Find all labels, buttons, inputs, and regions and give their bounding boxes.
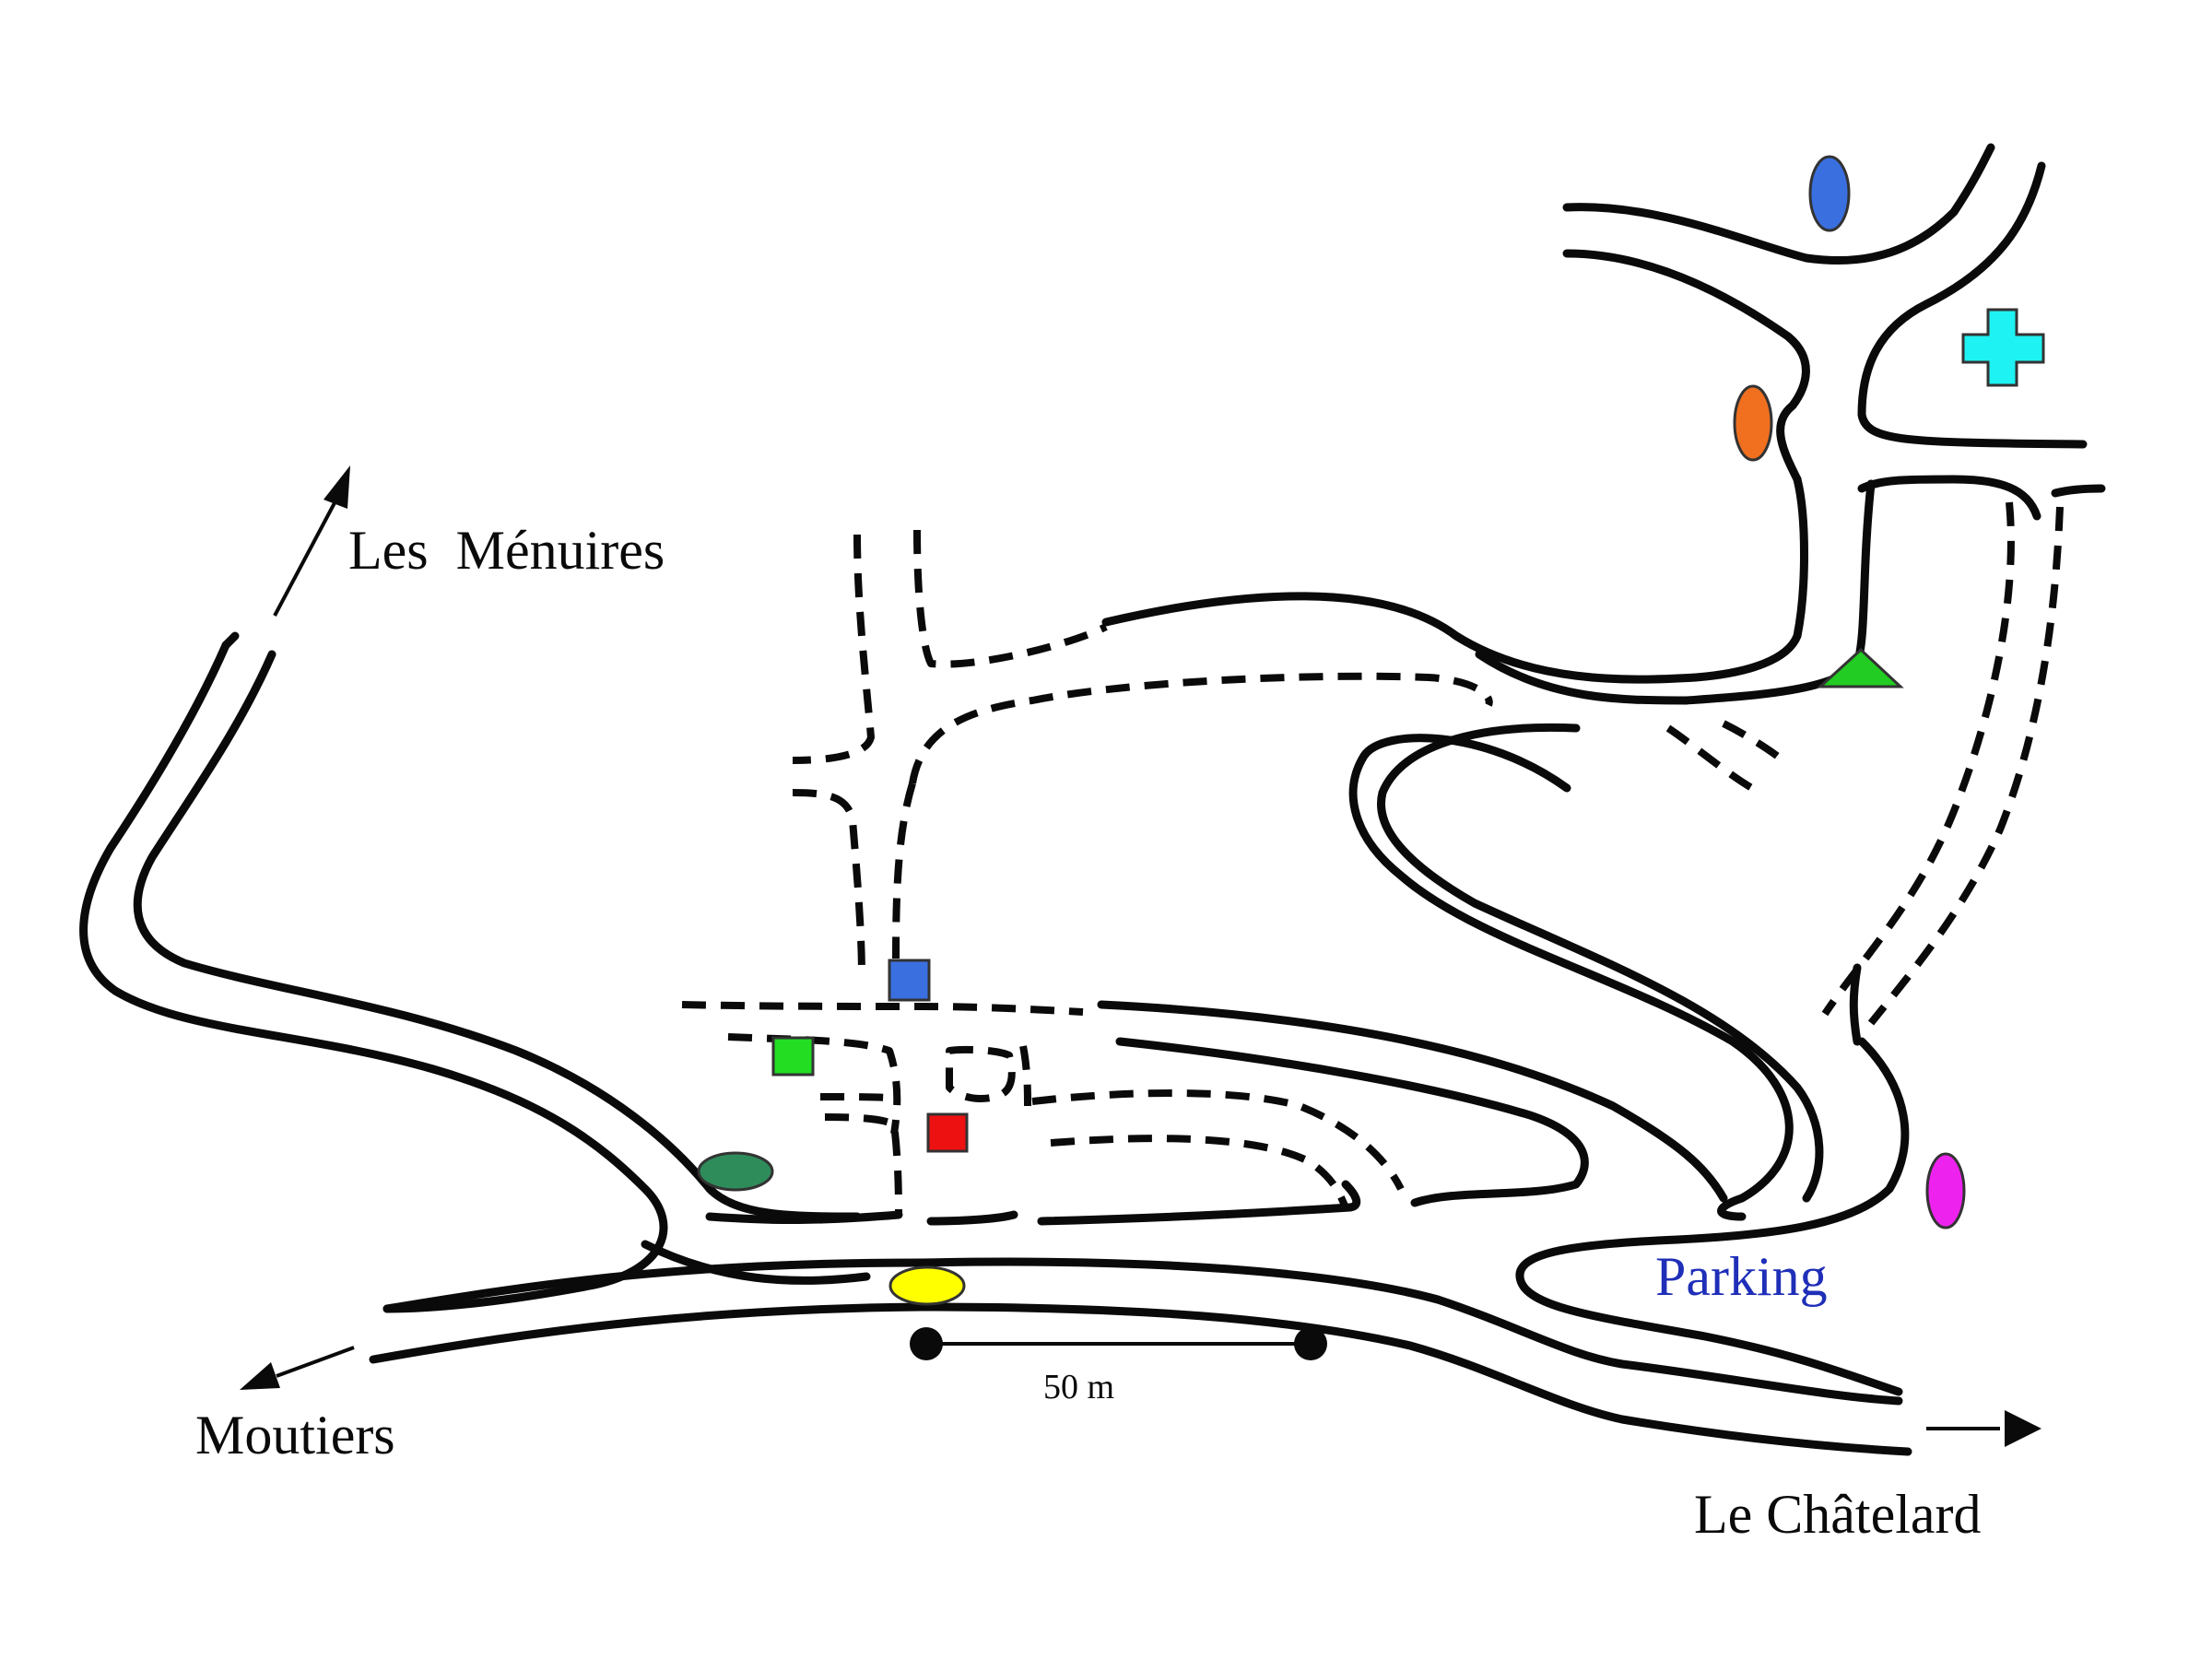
arrow-chatelard-head [2005, 1410, 2041, 1447]
path-south-connector [824, 1113, 902, 1218]
road-hairpin-inner [1377, 723, 1824, 1203]
path-upper-arc [909, 672, 1493, 784]
path-small-block [946, 1045, 1016, 1102]
road-middle-lower [1115, 1037, 1589, 1207]
label-les-menuires: Les Ménuires [348, 520, 665, 581]
red-square-marker [926, 1112, 969, 1153]
road-village-south-1 [705, 1210, 903, 1225]
path-vertical-pair [1019, 1045, 1031, 1107]
label-parking: Parking [1655, 1246, 1828, 1307]
path-vertical-left [792, 789, 865, 978]
path-north-east [913, 529, 1108, 668]
road-main-upper [641, 1240, 871, 1285]
yellow-oval-marker [888, 1265, 966, 1306]
label-le-chatelard: Le Châtelard [1694, 1484, 1982, 1545]
direction-arrows [240, 465, 2041, 1447]
road-menuires-inner [133, 650, 862, 1221]
road-village-south-2 [926, 1210, 1018, 1226]
road-fork-right-bottom [1857, 475, 2041, 521]
scale-bar-left-dot [910, 1327, 943, 1360]
path-vertical-mid [892, 782, 916, 959]
arrow-menuires-head [324, 465, 350, 509]
path-right-vertical-inner [1867, 506, 2064, 1026]
cyan-cross-marker [1961, 308, 2045, 387]
path-fork-spur-2 [1722, 720, 1791, 768]
blue-square-marker [888, 959, 931, 1002]
arrow-moutiers-head [240, 1362, 280, 1390]
path-south-arc [1031, 1088, 1405, 1191]
green-square-marker [771, 1036, 815, 1077]
arrow-menuires-line [273, 497, 339, 617]
path-cross-upper [681, 1001, 1084, 1016]
road-village-south-3 [1037, 1180, 1361, 1226]
road-menuires-outer [79, 641, 668, 1313]
blue-oval-marker [1808, 155, 1851, 232]
road-fork-top-left [1562, 143, 1995, 265]
road-fork-right-top [1857, 161, 2088, 449]
markers [697, 155, 2045, 1306]
road-menuires-gap [221, 631, 240, 650]
path-right-vertical-outer [1821, 501, 2015, 1017]
road-parking-upper [1515, 1037, 1910, 1396]
road-middle-upper [1097, 1000, 1728, 1203]
path-cross-lower [819, 1093, 900, 1102]
path-north-west [792, 534, 875, 764]
dark-green-oval-marker [697, 1151, 774, 1192]
scale-bar-right-dot [1294, 1327, 1327, 1360]
green-triangle-marker [1817, 647, 1904, 688]
road-fork-far-right [2051, 484, 2106, 498]
path-fork-spur [1665, 724, 1762, 796]
road-main-top-edge [382, 1257, 1903, 1406]
path-east-arc [1050, 1135, 1349, 1209]
scale-bar-label: 50 m [1043, 1368, 1114, 1406]
footpaths [681, 501, 2064, 1218]
label-moutiers: Moutiers [195, 1405, 395, 1465]
road-main-bottom-edge [369, 1302, 1912, 1456]
magenta-oval-marker [1925, 1152, 1966, 1230]
road-upper-curve-bottom [1475, 479, 1876, 705]
orange-oval-marker [1733, 384, 1773, 462]
scale-bar: 50 m [910, 1327, 1327, 1406]
arrow-moutiers-line [276, 1346, 355, 1378]
roads [79, 143, 2106, 1456]
road-upper-curve-top [1101, 475, 1808, 684]
road-hairpin-outer [1348, 734, 1794, 1221]
road-fork-left-lower [1562, 249, 1810, 484]
